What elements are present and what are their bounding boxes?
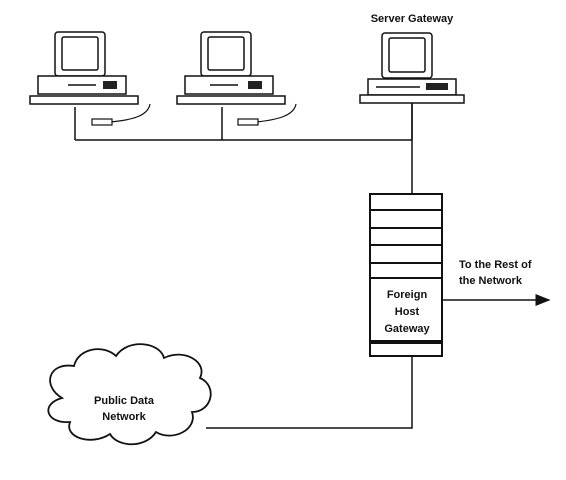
foreign-host-label-2: Host xyxy=(395,306,420,318)
rack-body xyxy=(369,193,443,357)
rest-of-network-label-2: the Network xyxy=(459,275,523,287)
foreign-host-label-1: Foreign xyxy=(387,289,428,301)
workstation-1 xyxy=(29,31,151,126)
link-cloud-to-foreign-host xyxy=(206,356,413,429)
cloud-shape xyxy=(47,343,212,446)
public-data-network-cloud: Public Data Network xyxy=(47,343,212,446)
keyboard xyxy=(237,118,259,126)
rack-bottom-band xyxy=(370,340,442,344)
rest-of-network-label-1: To the Rest of xyxy=(459,259,532,271)
server-gateway-label: Server Gateway xyxy=(371,13,454,25)
server-gateway: Server Gateway xyxy=(359,13,465,104)
keyboard-cable xyxy=(109,103,151,123)
keyboard-cable xyxy=(255,103,297,123)
desk-shelf xyxy=(359,94,465,104)
foreign-host-label-3: Gateway xyxy=(384,323,430,335)
foreign-host-gateway: Foreign Host Gateway xyxy=(369,193,443,357)
monitor-screen xyxy=(207,36,245,71)
monitor-screen xyxy=(61,36,99,71)
keyboard xyxy=(91,118,113,126)
cloud-label-1: Public Data xyxy=(94,395,155,407)
workstation-2 xyxy=(176,31,297,126)
monitor-screen xyxy=(388,37,426,73)
cloud-label-2: Network xyxy=(102,411,146,423)
desk-shelf xyxy=(176,95,286,105)
desk-shelf xyxy=(29,95,139,105)
